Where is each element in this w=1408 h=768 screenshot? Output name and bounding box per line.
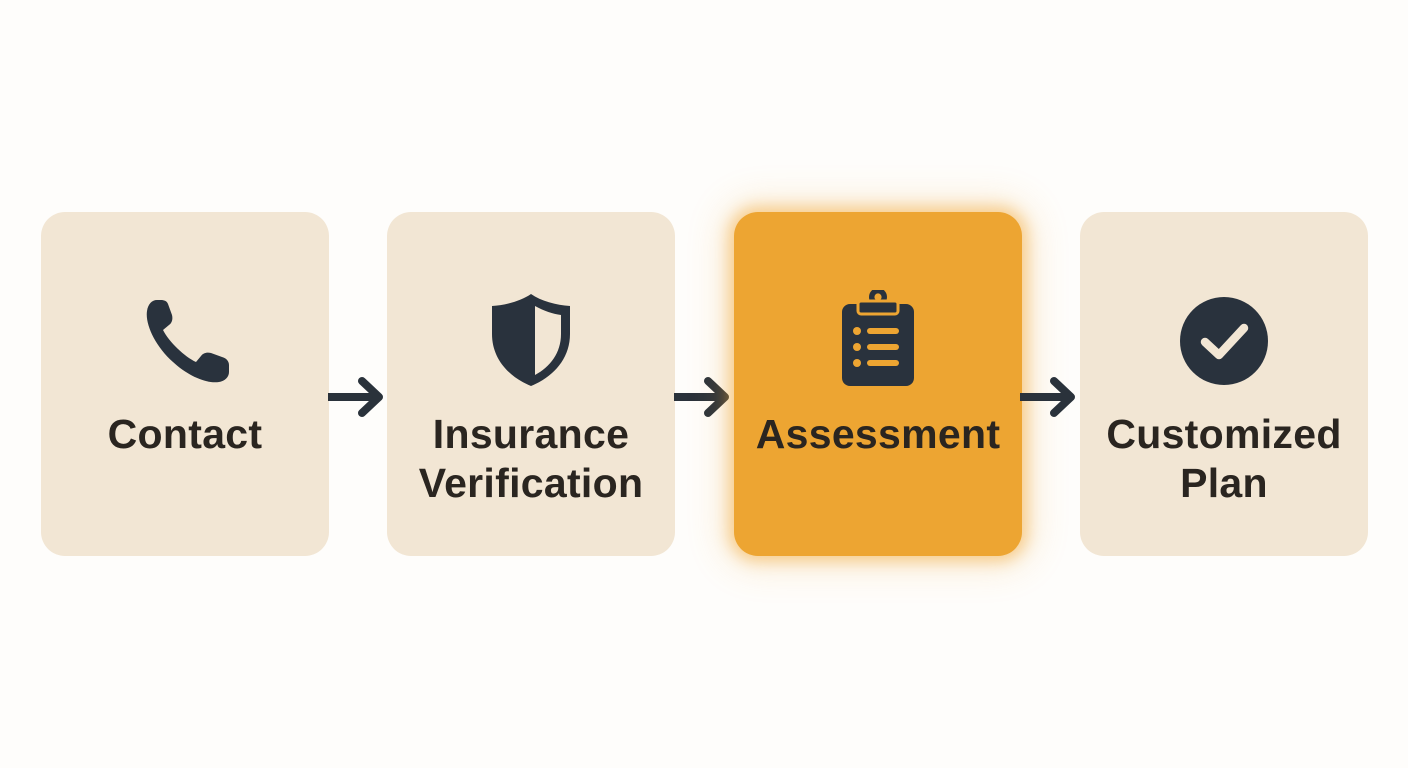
step-contact: Contact [41,212,329,556]
flow-arrow-2 [674,374,734,420]
flow-arrow-3 [1020,374,1080,420]
step-label-customized-plan: Customized Plan [1106,411,1342,506]
shield-icon [481,290,581,390]
step-label-insurance-verification: Insurance Verification [418,411,644,506]
step-customized-plan: Customized Plan [1080,212,1368,556]
flow-arrow-1 [328,374,388,420]
step-insurance-verification: Insurance Verification [387,212,675,556]
phone-icon [135,290,235,390]
check-circle-icon [1174,290,1274,390]
step-assessment: Assessment [734,212,1022,556]
step-label-contact: Contact [107,411,263,457]
clipboard-list-icon [828,290,928,390]
step-label-assessment: Assessment [755,411,1001,457]
